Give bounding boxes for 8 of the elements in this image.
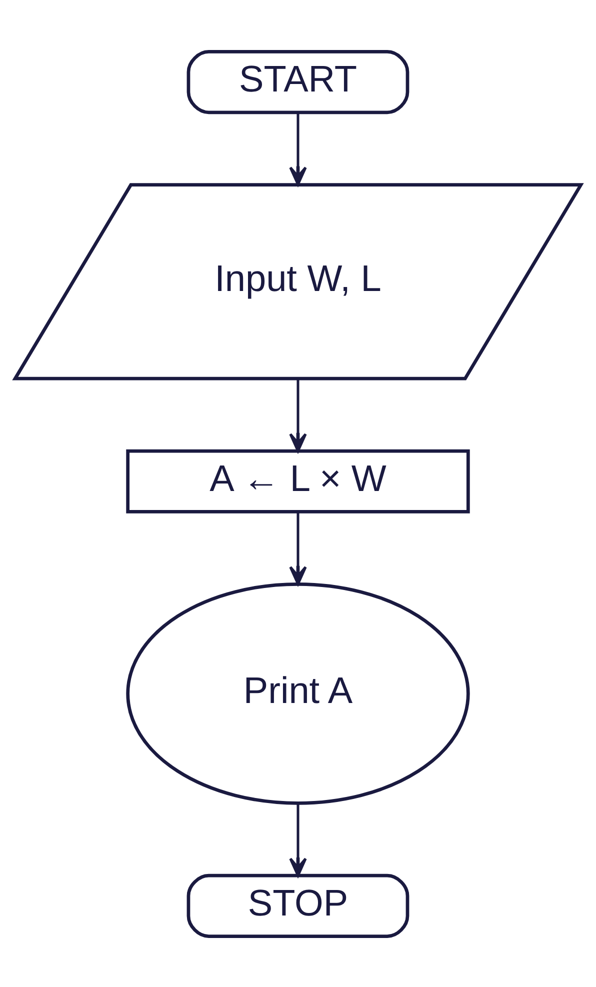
arrow: [289, 802, 307, 876]
arrow: [289, 378, 307, 452]
node-box: STOP: [186, 873, 410, 938]
arrow: [289, 112, 307, 186]
node-ellipse: Print A: [126, 582, 470, 804]
node-box: A ← L × W: [126, 448, 470, 513]
arrow: [289, 512, 307, 585]
node-box: START: [186, 50, 410, 114]
